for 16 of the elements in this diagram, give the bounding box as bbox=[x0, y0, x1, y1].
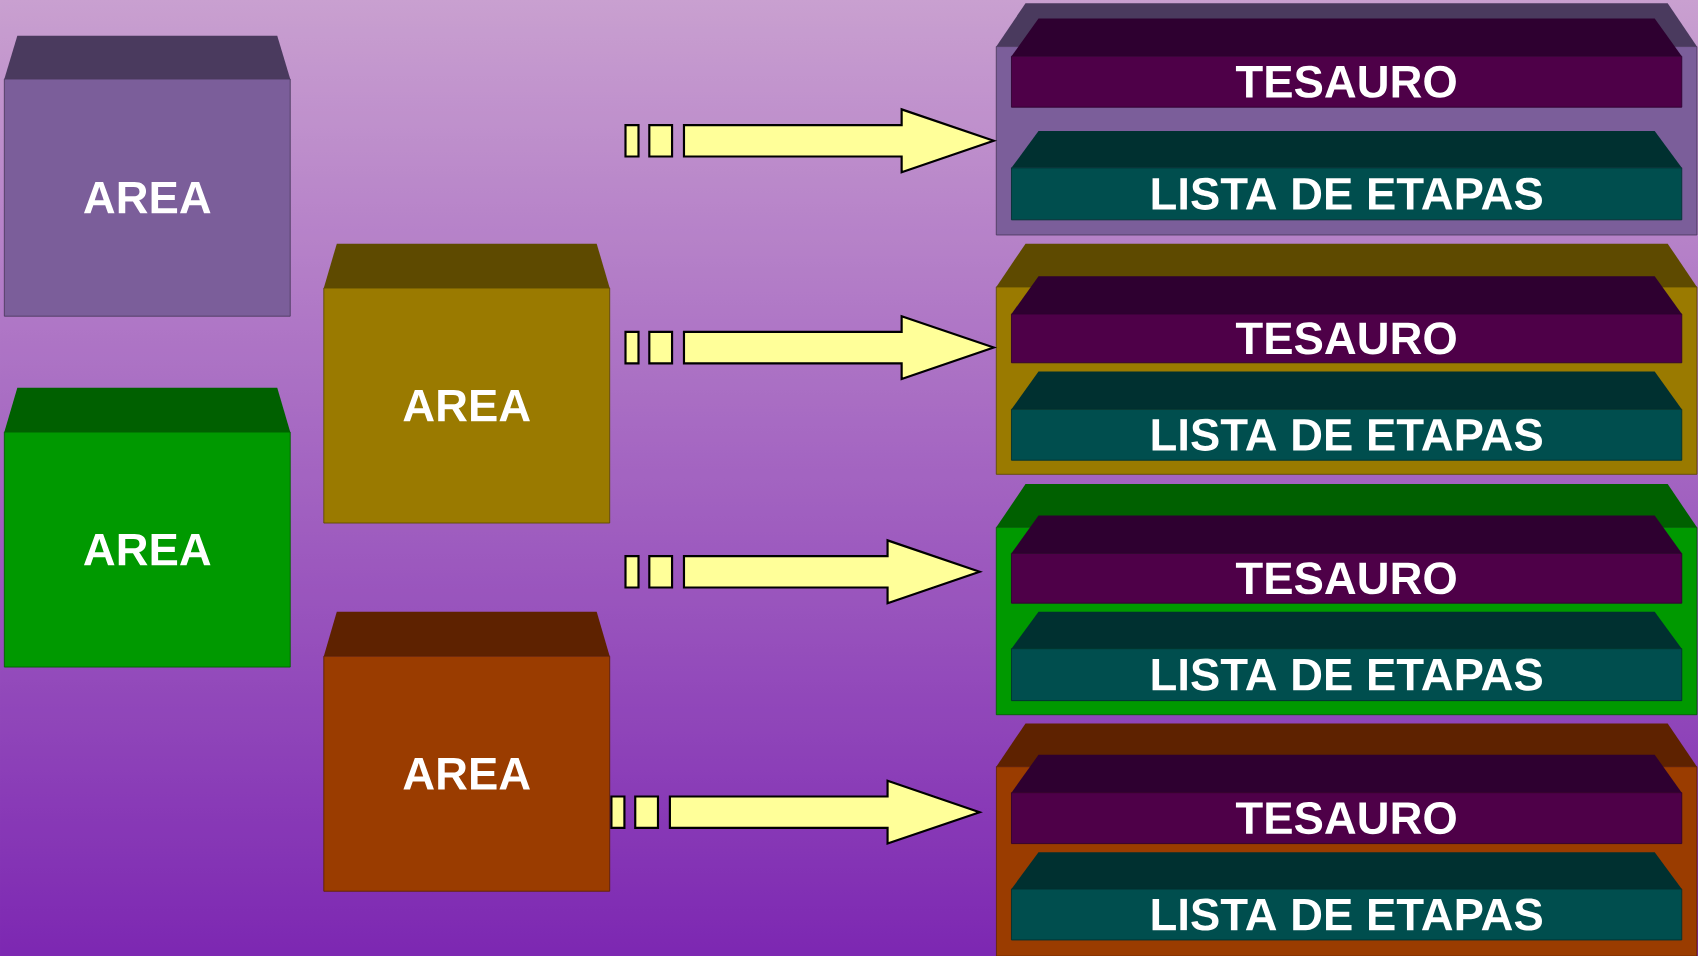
area-block: AREA bbox=[323, 243, 611, 524]
layer-block: TESAURO bbox=[1011, 276, 1683, 364]
layer-block: LISTA DE ETAPAS bbox=[1011, 611, 1683, 701]
area-block: AREA bbox=[3, 387, 291, 668]
layer-block: LISTA DE ETAPAS bbox=[1011, 371, 1683, 461]
layer-block: TESAURO bbox=[1011, 18, 1683, 108]
block-arrow bbox=[624, 538, 983, 605]
layer-block: LISTA DE ETAPAS bbox=[1011, 852, 1683, 941]
layer-block: TESAURO bbox=[1011, 754, 1683, 844]
block-arrow bbox=[624, 314, 998, 381]
layer-block: TESAURO bbox=[1011, 515, 1683, 604]
block-arrow bbox=[624, 107, 998, 174]
area-block: AREA bbox=[323, 611, 611, 892]
area-block: AREA bbox=[3, 35, 291, 317]
block-arrow bbox=[610, 779, 983, 845]
layer-block: LISTA DE ETAPAS bbox=[1011, 130, 1683, 221]
